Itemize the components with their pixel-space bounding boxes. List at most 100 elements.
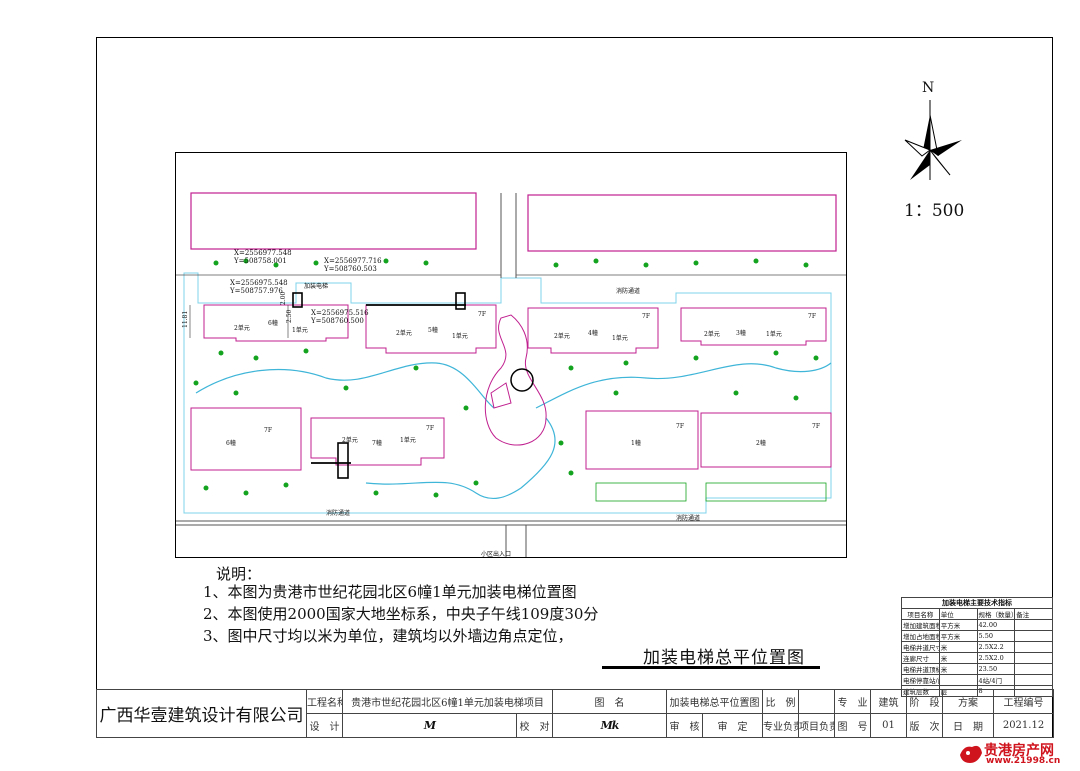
north-label: N [922, 80, 935, 96]
spec-cell: 5.50 [976, 630, 1016, 642]
company-name: 广西华壹建筑设计有限公司 [96, 689, 307, 738]
spec-cell: 增加占地面积 [901, 630, 940, 642]
north-arrow-icon [904, 100, 962, 180]
date-value: 2021.12 [993, 713, 1055, 738]
design-label: 设 计 [306, 713, 343, 738]
spec-cell: 米 [938, 663, 978, 675]
building-floors: 7F [426, 425, 434, 432]
pm-label: 项目负责 [798, 713, 836, 738]
building-unit: 1单元 [612, 335, 628, 342]
version-label: 版 次 [906, 713, 944, 738]
building-name: 7幢 [372, 440, 382, 447]
sheet-no-label: 图 号 [834, 713, 872, 738]
scale-label-tb: 比 例 [762, 689, 800, 714]
note-item: 1、本图为贵港市世纪花园北区6幢1单元加装电梯位置图 [203, 583, 577, 601]
spec-cell: 23.50 [976, 663, 1016, 675]
building-name: 3幢 [736, 330, 746, 337]
logo-url: www.21998.cn [986, 756, 1061, 766]
discipline-value: 建筑 [870, 689, 908, 714]
spec-title: 加装电梯主要技术指标 [901, 597, 1053, 609]
spec-cell: 平方米 [938, 630, 978, 642]
fire-road-label: 消防通道 [616, 288, 641, 295]
spec-header: 备注 [1014, 608, 1053, 620]
spec-cell: 连廊尺寸 [901, 652, 940, 664]
spec-cell [1014, 641, 1053, 653]
spec-cell: 4站/4门 [976, 674, 1016, 686]
drawing-name-label: 图 名 [552, 689, 668, 714]
spec-header: 项目名称 [901, 608, 940, 620]
spec-header: 规格（数量） [976, 608, 1016, 620]
building-unit: 1单元 [766, 331, 782, 338]
fire-road-label: 消防通道 [676, 515, 701, 522]
spec-cell: 2.5X2.0 [976, 652, 1016, 664]
building-unit: 2单元 [342, 437, 358, 444]
building-unit: 2单元 [704, 331, 720, 338]
fire-road-label: 消防通道 [326, 510, 351, 517]
building-unit: 2单元 [554, 333, 570, 340]
house-icon [960, 745, 982, 763]
project-no-label: 工程编号 [993, 689, 1055, 714]
spec-cell [1014, 630, 1053, 642]
building-floors: 7F [478, 311, 486, 318]
approve-label: 审 定 [702, 713, 764, 738]
title-block: 广西华壹建筑设计有限公司 工程名称 贵港市世纪花园北区6幢1单元加装电梯项目 图… [96, 689, 1055, 738]
spec-header: 单位 [938, 608, 978, 620]
building-floors: 7F [676, 423, 684, 430]
review-label: 审 核 [666, 713, 704, 738]
project-value: 贵港市世纪花园北区6幢1单元加装电梯项目 [341, 689, 554, 714]
building-name: 1幢 [631, 440, 641, 447]
dim-width: 2.00 [280, 291, 287, 305]
dim-side: 11.81 [182, 310, 189, 328]
sheet-no-value: 01 [870, 713, 908, 738]
drawing-name-value: 加装电梯总平位置图 [666, 689, 764, 714]
title-underline [602, 666, 820, 669]
spec-cell: 增加建筑面积 [901, 619, 940, 631]
building-name: 6幢 [226, 440, 236, 447]
spec-cell: 42.00 [976, 619, 1016, 631]
check-label: 校 对 [515, 713, 554, 738]
building-name: 6幢 [268, 320, 278, 327]
building-floors: 7F [642, 313, 650, 320]
spec-cell: 电梯井道顶标高 [901, 663, 940, 675]
building-floors: 7F [264, 427, 272, 434]
lead-label: 专业负责 [762, 713, 800, 738]
spec-cell [1014, 619, 1053, 631]
check-signature: Mk [552, 713, 668, 738]
project-label: 工程名称 [306, 689, 343, 714]
building-floors: 7F [808, 313, 816, 320]
spec-cell: 米 [938, 641, 978, 653]
entrance-label: 小区出入口 [481, 551, 512, 558]
spec-cell [1014, 652, 1053, 664]
site-plan-drawing [176, 192, 846, 557]
logo-text: 贵港房产网 [984, 743, 1054, 759]
date-label: 日 期 [942, 713, 995, 738]
spec-cell: 2.5X2.2 [976, 641, 1016, 653]
building-unit: 1单元 [400, 437, 416, 444]
scale-value-tb [798, 689, 836, 714]
notes-list: 1、本图为贵港市世纪花园北区6幢1单元加装电梯位置图 2、本图使用2000国家大… [203, 581, 598, 647]
building-name: 4幢 [588, 330, 598, 337]
design-signature: M [342, 713, 517, 738]
scale-label: 1：500 [904, 201, 965, 221]
building-name: 2幢 [756, 440, 766, 447]
drawing-frame [96, 37, 1053, 738]
dim-depth: 2.50 [286, 309, 293, 323]
building-unit: 1单元 [452, 333, 468, 340]
spec-cell: 电梯井道尺寸（外包） [901, 641, 940, 653]
spec-cell: 电梯停靠站/门 [901, 674, 940, 686]
note-item: 2、本图使用2000国家大地坐标系，中央子午线109度30分 [203, 605, 599, 623]
spec-cell [1014, 674, 1053, 686]
drawing-title: 加装电梯总平位置图 [643, 648, 805, 668]
building-unit: 2单元 [396, 330, 412, 337]
discipline-label: 专 业 [834, 689, 872, 714]
spec-cell: 平方米 [938, 619, 978, 631]
tree-icons [193, 258, 819, 498]
stage-value: 方案 [942, 689, 995, 714]
spec-cell [938, 674, 978, 686]
notes: 说明： [216, 563, 261, 585]
